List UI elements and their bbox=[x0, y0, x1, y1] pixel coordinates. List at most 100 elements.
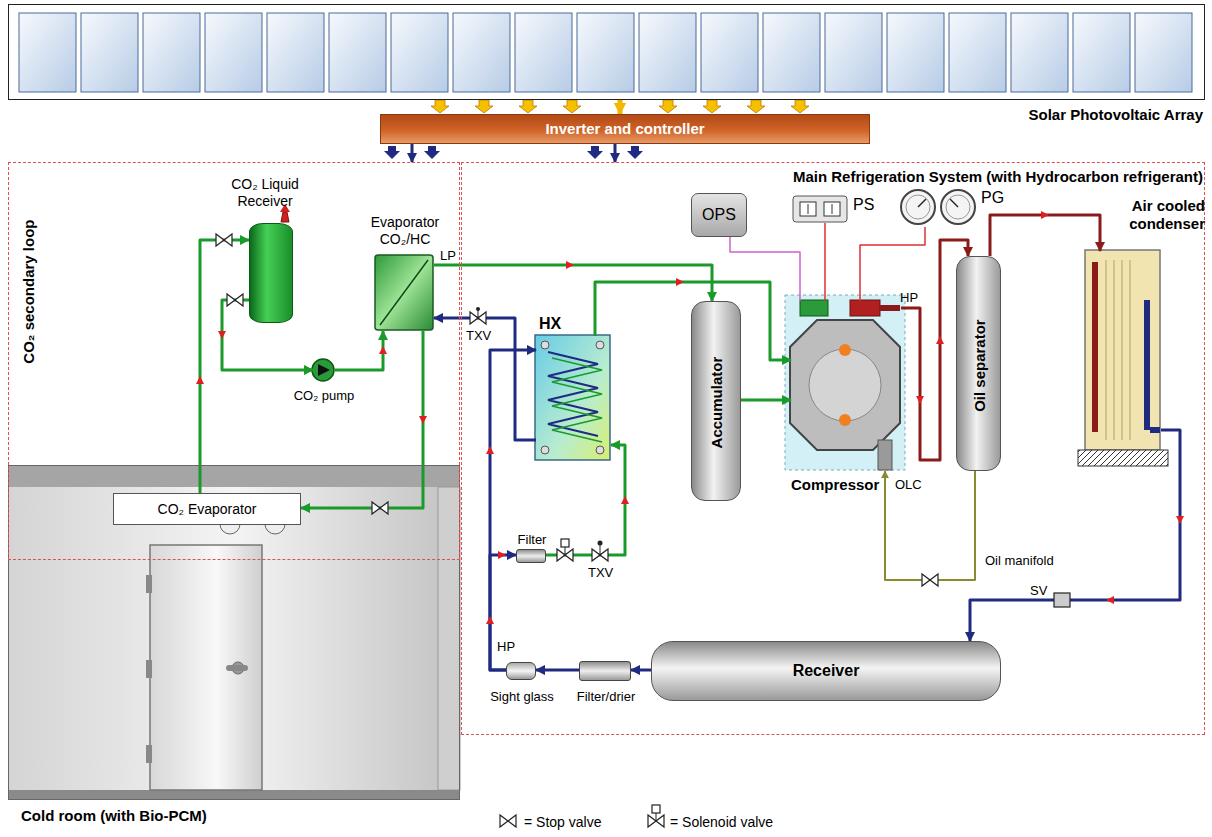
oil-pressure-switch-label: OPS bbox=[702, 205, 736, 224]
pv-array-label: Solar Photovoltaic Array bbox=[1029, 106, 1204, 124]
region-boundary-label: CO₂ secondary loop bbox=[19, 219, 37, 363]
region-boundary: CO₂ secondary loopCO₂ Liquid ReceiverCO₂… bbox=[8, 162, 460, 560]
accumulator-label: Accumulator bbox=[708, 357, 726, 449]
pipe-connector bbox=[335, 331, 383, 370]
heat-exchanger-label-holder: HX bbox=[539, 314, 579, 333]
co2-evaporator-label-holder: CO₂ Evaporator bbox=[114, 494, 300, 524]
label-holder: TXV bbox=[588, 562, 613, 581]
label-holder: TXV bbox=[466, 325, 491, 344]
region-boundary: Main Refrigeration System (with Hydrocar… bbox=[461, 162, 1205, 735]
callout-label: TXV bbox=[466, 328, 491, 344]
pv-array-label-holder: Solar Photovoltaic Array bbox=[901, 105, 1203, 124]
filter: Filter bbox=[516, 549, 546, 563]
pump-symbol-label: CO₂ pump bbox=[294, 388, 355, 404]
sight-glass: Sight glass bbox=[506, 662, 536, 680]
pv-array: Solar Photovoltaic Array bbox=[8, 4, 1205, 100]
pipe-connector bbox=[536, 669, 579, 672]
pipe-connector bbox=[618, 100, 623, 114]
receiver-vessel-label: Receiver bbox=[793, 661, 860, 680]
cold-room: Cold room (with Bio-PCM)CO₂ Evaporator bbox=[8, 465, 460, 800]
pressure-switch-label: PS bbox=[853, 195, 874, 214]
pipe-connector bbox=[301, 331, 423, 508]
receiver-vessel: Receiver bbox=[651, 641, 1001, 701]
compressor: Compressor bbox=[791, 301, 901, 471]
pipe-connector bbox=[434, 318, 536, 440]
callout-label: TXV bbox=[588, 565, 613, 581]
label-holder: HP bbox=[497, 636, 515, 655]
receiver-vessel-label-holder: Receiver bbox=[652, 642, 1000, 700]
filter-drier-label-holder: Filter/drier bbox=[566, 686, 646, 705]
label-holder: SV bbox=[1030, 580, 1047, 599]
accumulator: Accumulator bbox=[691, 301, 741, 501]
legend-text: = Solenoid valve bbox=[670, 814, 773, 831]
plate-heat-exchanger-label-holder: Evaporator CO₂/HC bbox=[365, 214, 445, 248]
liquid-receiver: CO₂ Liquid Receiver bbox=[249, 223, 293, 323]
air-cooled-condenser-label-holder: Air cooled condenser bbox=[1109, 197, 1205, 233]
label-holder: Oil manifold bbox=[985, 550, 1054, 569]
legend-holder: = Solenoid valve bbox=[670, 812, 773, 831]
legend-holder: = Stop valve bbox=[524, 812, 601, 831]
co2-evaporator-label: CO₂ Evaporator bbox=[158, 501, 257, 518]
callout-label: HP bbox=[497, 639, 515, 655]
liquid-receiver-label: CO₂ Liquid Receiver bbox=[210, 176, 320, 210]
oil-pressure-switch: OPS bbox=[691, 193, 747, 237]
inverter-box-label: Inverter and controller bbox=[545, 120, 704, 138]
pressure-gauge: PG bbox=[901, 189, 977, 227]
pressure-gauge-label-holder: PG bbox=[981, 188, 1015, 207]
pipe-connector bbox=[490, 350, 536, 670]
pipe-connector bbox=[200, 240, 249, 493]
pump-symbol: CO₂ pump bbox=[313, 360, 335, 382]
pipe-connector bbox=[730, 237, 800, 301]
label-holder: HP bbox=[900, 287, 918, 306]
pipe-connector bbox=[546, 445, 625, 555]
callout-label: OLC bbox=[895, 477, 922, 493]
air-cooled-condenser-label: Air cooled condenser bbox=[1109, 197, 1205, 233]
pipe-connector bbox=[411, 144, 414, 162]
heat-exchanger-label: HX bbox=[539, 314, 561, 333]
plate-heat-exchanger-label: Evaporator CO₂/HC bbox=[365, 214, 445, 248]
pipe-connector bbox=[990, 215, 1100, 256]
pipe-connector bbox=[885, 471, 975, 580]
region-boundary-label-holder: CO₂ secondary loop bbox=[18, 219, 37, 363]
compressor-label-holder: Compressor bbox=[791, 475, 883, 494]
pump-symbol-label-holder: CO₂ pump bbox=[284, 385, 364, 404]
filter-label: Filter bbox=[518, 532, 547, 548]
accumulator-label-holder: Accumulator bbox=[707, 357, 726, 449]
pipe-connector bbox=[490, 555, 516, 670]
plate-heat-exchanger: Evaporator CO₂/HC bbox=[376, 256, 434, 331]
pipe-connector bbox=[970, 430, 1180, 641]
oil-separator-label: Oil separator bbox=[971, 319, 989, 412]
inverter-box-label-holder: Inverter and controller bbox=[381, 115, 869, 143]
filter-drier: Filter/drier bbox=[579, 661, 631, 681]
sight-glass-label: Sight glass bbox=[490, 689, 554, 705]
pipe-connector bbox=[631, 669, 651, 672]
inverter-box: Inverter and controller bbox=[380, 114, 870, 144]
pressure-switch-label-holder: PS bbox=[853, 195, 887, 214]
pressure-switch: PS bbox=[794, 197, 848, 223]
oil-separator-label-holder: Oil separator bbox=[970, 319, 989, 412]
co2-evaporator: CO₂ Evaporator bbox=[113, 493, 301, 525]
pipe-connector bbox=[741, 399, 791, 402]
legend-text: = Stop valve bbox=[524, 814, 601, 831]
region-boundary-label: Main Refrigeration System (with Hydrocar… bbox=[793, 168, 1203, 186]
cold-room-label: Cold room (with Bio-PCM) bbox=[21, 807, 207, 825]
label-holder: OLC bbox=[895, 474, 922, 493]
compressor-label: Compressor bbox=[791, 476, 879, 494]
oil-separator: Oil separator bbox=[956, 256, 1001, 471]
region-boundary-label-holder: Main Refrigeration System (with Hydrocar… bbox=[701, 167, 1203, 186]
heat-exchanger: HX bbox=[536, 336, 611, 461]
label-holder: LP bbox=[440, 245, 456, 264]
oil-pressure-switch-label-holder: OPS bbox=[692, 194, 746, 236]
cold-room-label-holder: Cold room (with Bio-PCM) bbox=[21, 806, 341, 825]
filter-drier-label: Filter/drier bbox=[577, 689, 636, 705]
liquid-receiver-label-holder: CO₂ Liquid Receiver bbox=[210, 176, 320, 210]
pipe-connector bbox=[614, 144, 617, 162]
callout-label: Oil manifold bbox=[985, 553, 1054, 569]
callout-label: SV bbox=[1030, 583, 1047, 599]
pipe-connector bbox=[860, 227, 925, 301]
pressure-gauge-label: PG bbox=[981, 188, 1004, 207]
pipe-connector bbox=[824, 223, 826, 301]
filter-label-holder: Filter bbox=[507, 529, 557, 548]
